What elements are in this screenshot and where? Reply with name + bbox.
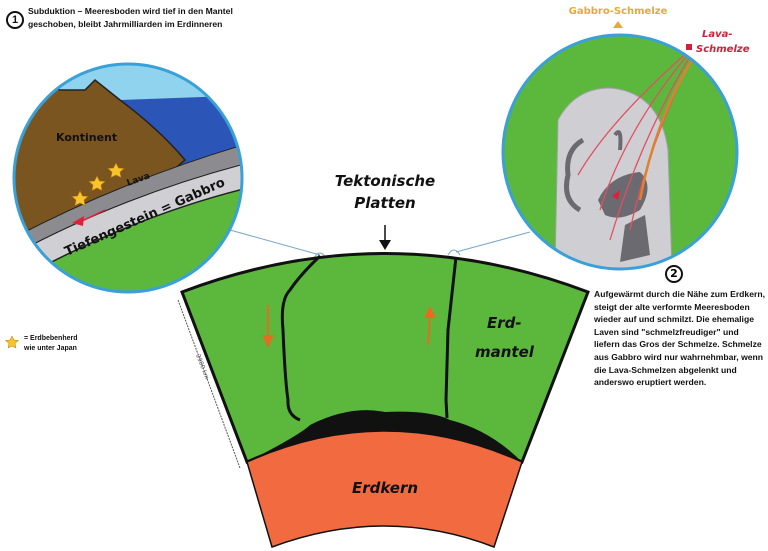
core-label: Erdkern	[352, 479, 418, 497]
up-arrow-shaft	[427, 314, 431, 346]
lava-melt-label-line1: Lava-	[702, 29, 733, 40]
inset-connectors	[229, 229, 531, 259]
plates-arrow-icon	[379, 240, 391, 250]
star-icon	[71, 190, 89, 207]
star-icon	[107, 162, 125, 179]
note-melting-text: Aufgewärmt durch die Nähe zum Erdkern, s…	[594, 289, 765, 388]
legend: = Erdbebenherd wie unter Japan	[24, 334, 114, 354]
melt-channels	[577, 49, 697, 241]
lava-melt-label-line2: Schmelze	[696, 44, 750, 55]
continent-label: Kontinent	[56, 131, 117, 144]
subduction-inset: Kontinent Lava Tiefengestein = Gabbro	[12, 62, 244, 294]
step-number-1: 1	[6, 11, 24, 29]
plates-label-line2: Platten	[354, 194, 415, 212]
lava-melt-marker-icon	[686, 44, 692, 50]
note-subduction-text: Subduktion – Meeresboden wird tief in de…	[28, 6, 233, 29]
legend-text-line1: = Erdbebenherd	[24, 335, 78, 342]
legend-text-line2: wie unter Japan	[24, 345, 77, 352]
down-arrow-icon	[262, 335, 274, 348]
plates-label-line1: Tektonische	[335, 172, 435, 190]
subducted-slab-outline	[280, 254, 322, 422]
melt-source-icon	[612, 190, 620, 200]
star-icon	[4, 335, 20, 349]
earth-cross-section: 2900 km Tektonische Platten Erd- mantel …	[177, 172, 590, 548]
upwelling-boundary	[444, 256, 458, 419]
core	[246, 430, 523, 548]
note-subduction: 1 Subduktion – Meeresboden wird tief in …	[6, 5, 256, 30]
up-arrow-icon	[424, 306, 436, 318]
earthquake-stars	[71, 162, 125, 207]
star-icon	[88, 175, 106, 192]
continent	[14, 64, 187, 242]
step-number-2: 2	[665, 265, 683, 283]
mantle-label-line2: mantel	[475, 343, 535, 361]
melting-inset: Gabbro-Schmelze Lava- Schmelze	[501, 6, 750, 271]
core-mantle-boundary-layer	[247, 410, 522, 462]
subduction-arrow-icon	[72, 216, 84, 226]
gabbro-melt-marker-icon	[613, 21, 623, 28]
mantle-label-line1: Erd-	[487, 314, 522, 332]
deformed-seafloor-blob	[554, 87, 673, 269]
note-melting: Aufgewärmt durch die Nähe zum Erdkern, s…	[594, 288, 766, 389]
gabbro-melt-label: Gabbro-Schmelze	[569, 6, 668, 17]
